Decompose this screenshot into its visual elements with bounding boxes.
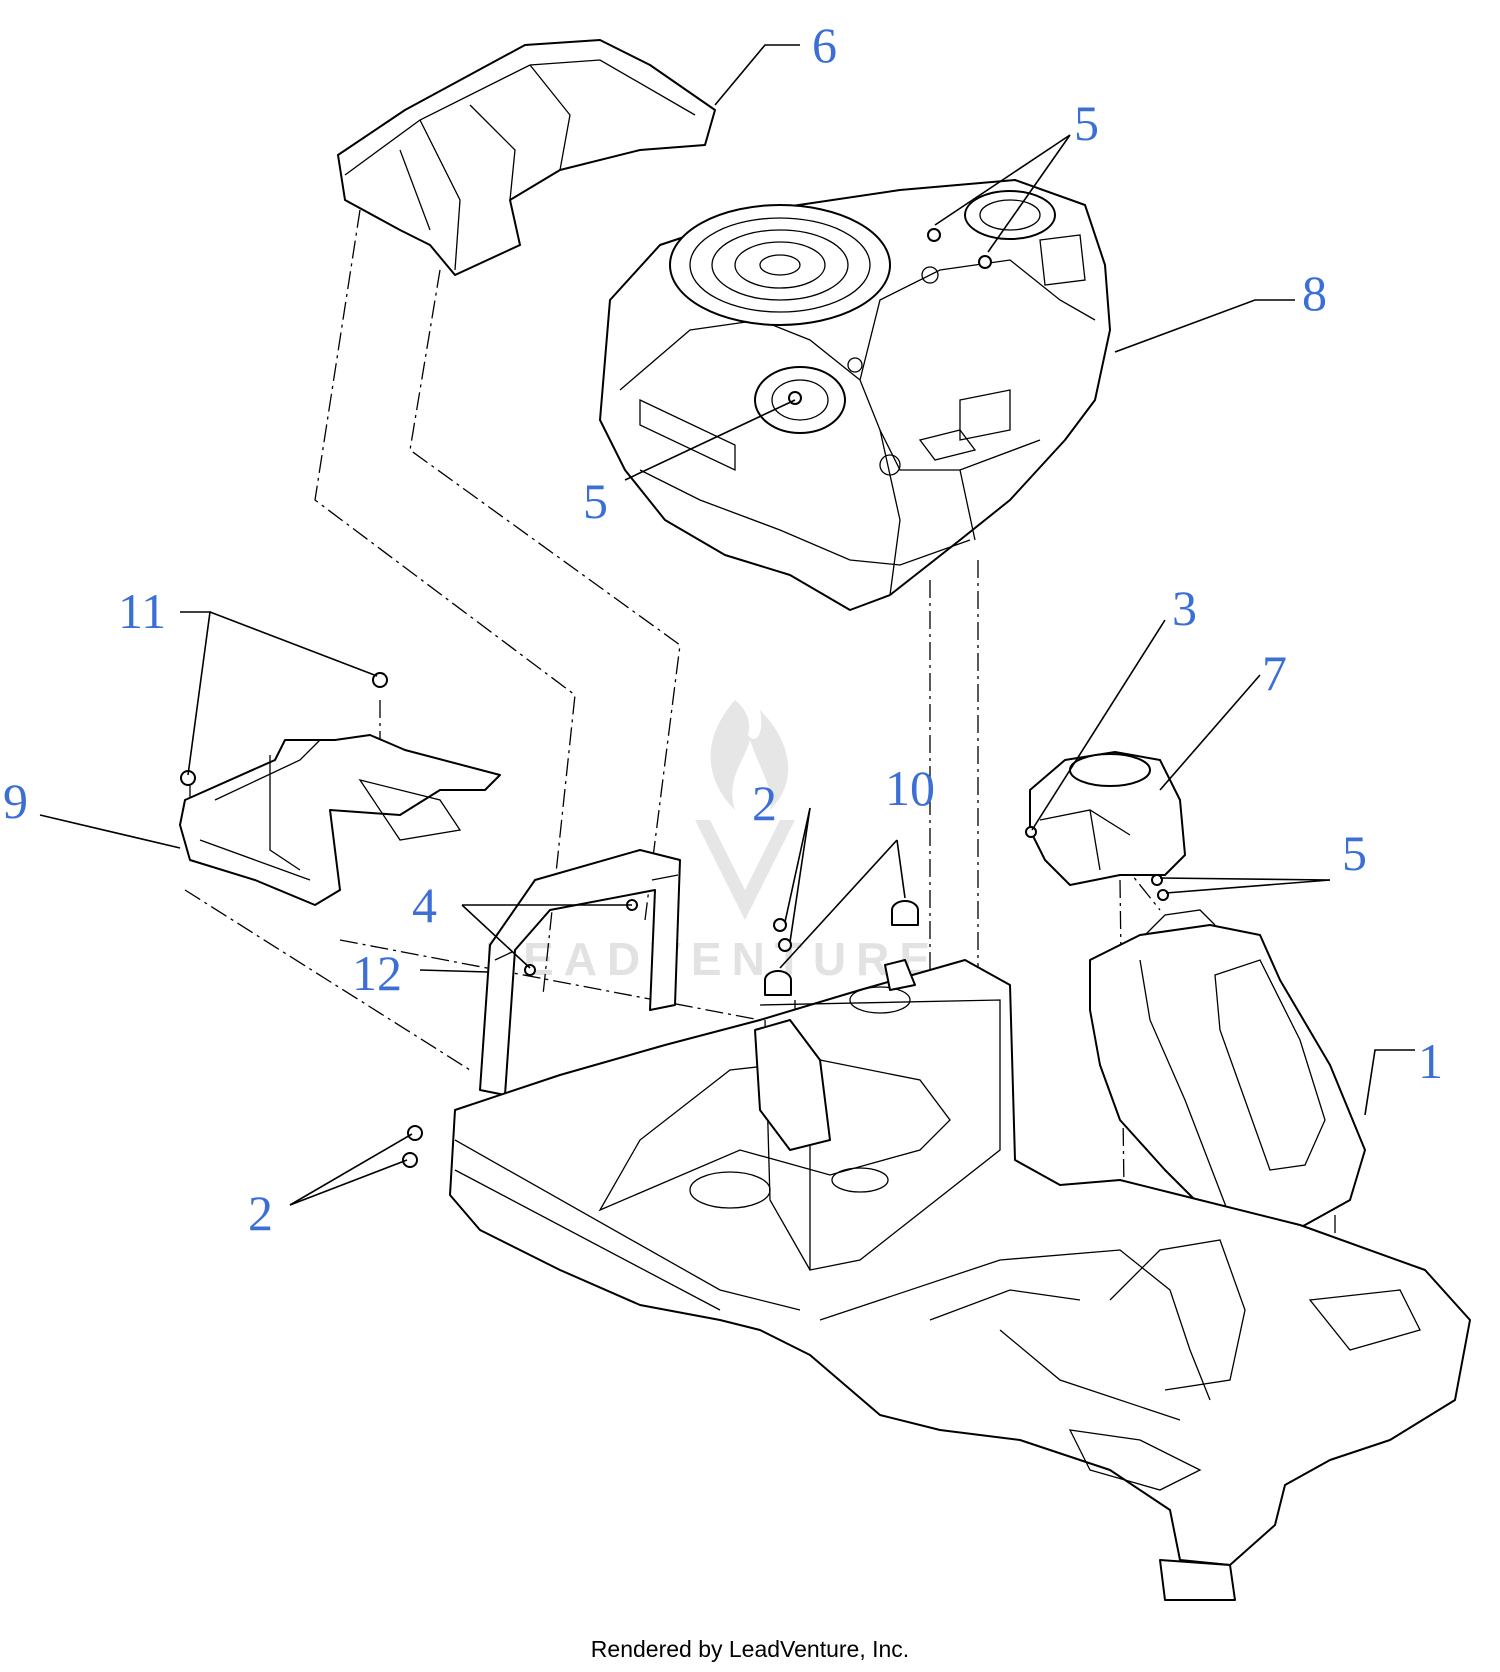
hardware xyxy=(180,228,1169,1168)
part-7-dash-cap xyxy=(1029,751,1186,886)
watermark: LEADVENTURE xyxy=(485,700,940,985)
bolt-5-d xyxy=(1151,874,1163,886)
watermark-text: LEADVENTURE xyxy=(485,933,940,985)
bumper-10-a-side xyxy=(891,910,919,926)
part-12-handle xyxy=(479,849,681,1096)
callout-5-right: 5 xyxy=(1342,825,1367,881)
callout-10: 10 xyxy=(885,760,935,816)
callout-11: 11 xyxy=(118,583,166,639)
callout-7: 7 xyxy=(1262,645,1287,701)
part-1-console xyxy=(1089,909,1366,1241)
callout-6: 6 xyxy=(812,17,837,73)
callout-8: 8 xyxy=(1302,265,1327,321)
part-8-body xyxy=(599,179,1111,611)
bolt-5-e xyxy=(1157,889,1169,901)
callout-5-top: 5 xyxy=(1074,95,1099,151)
nut-2-d xyxy=(402,1152,418,1168)
chassis-frame xyxy=(449,959,1471,1601)
callouts: 6 5 8 5 3 7 11 9 2 10 5 4 12 1 2 xyxy=(3,17,1443,1241)
nut-2-a xyxy=(773,918,787,932)
render-credit: Rendered by LeadVenture, Inc. xyxy=(590,1636,910,1662)
callout-5-left: 5 xyxy=(583,473,608,529)
callout-4: 4 xyxy=(412,877,437,933)
callout-2-lower: 2 xyxy=(248,1185,273,1241)
callout-2-upper: 2 xyxy=(752,775,777,831)
part-9-side-shield xyxy=(179,734,501,906)
bumper-10-b-side xyxy=(764,980,792,996)
callout-1: 1 xyxy=(1418,1033,1443,1089)
bolt-5-a xyxy=(927,228,941,242)
nut-2-b xyxy=(778,938,792,952)
callout-9: 9 xyxy=(3,773,28,829)
pin-4-b xyxy=(524,964,536,976)
callout-12: 12 xyxy=(352,945,402,1001)
callout-3: 3 xyxy=(1172,580,1197,636)
part-6-rear-cover xyxy=(337,39,716,276)
nut-2-c xyxy=(407,1125,423,1141)
screw-3 xyxy=(1025,826,1037,838)
bolt-5-b xyxy=(978,255,992,269)
leader-lines xyxy=(39,44,1415,1206)
